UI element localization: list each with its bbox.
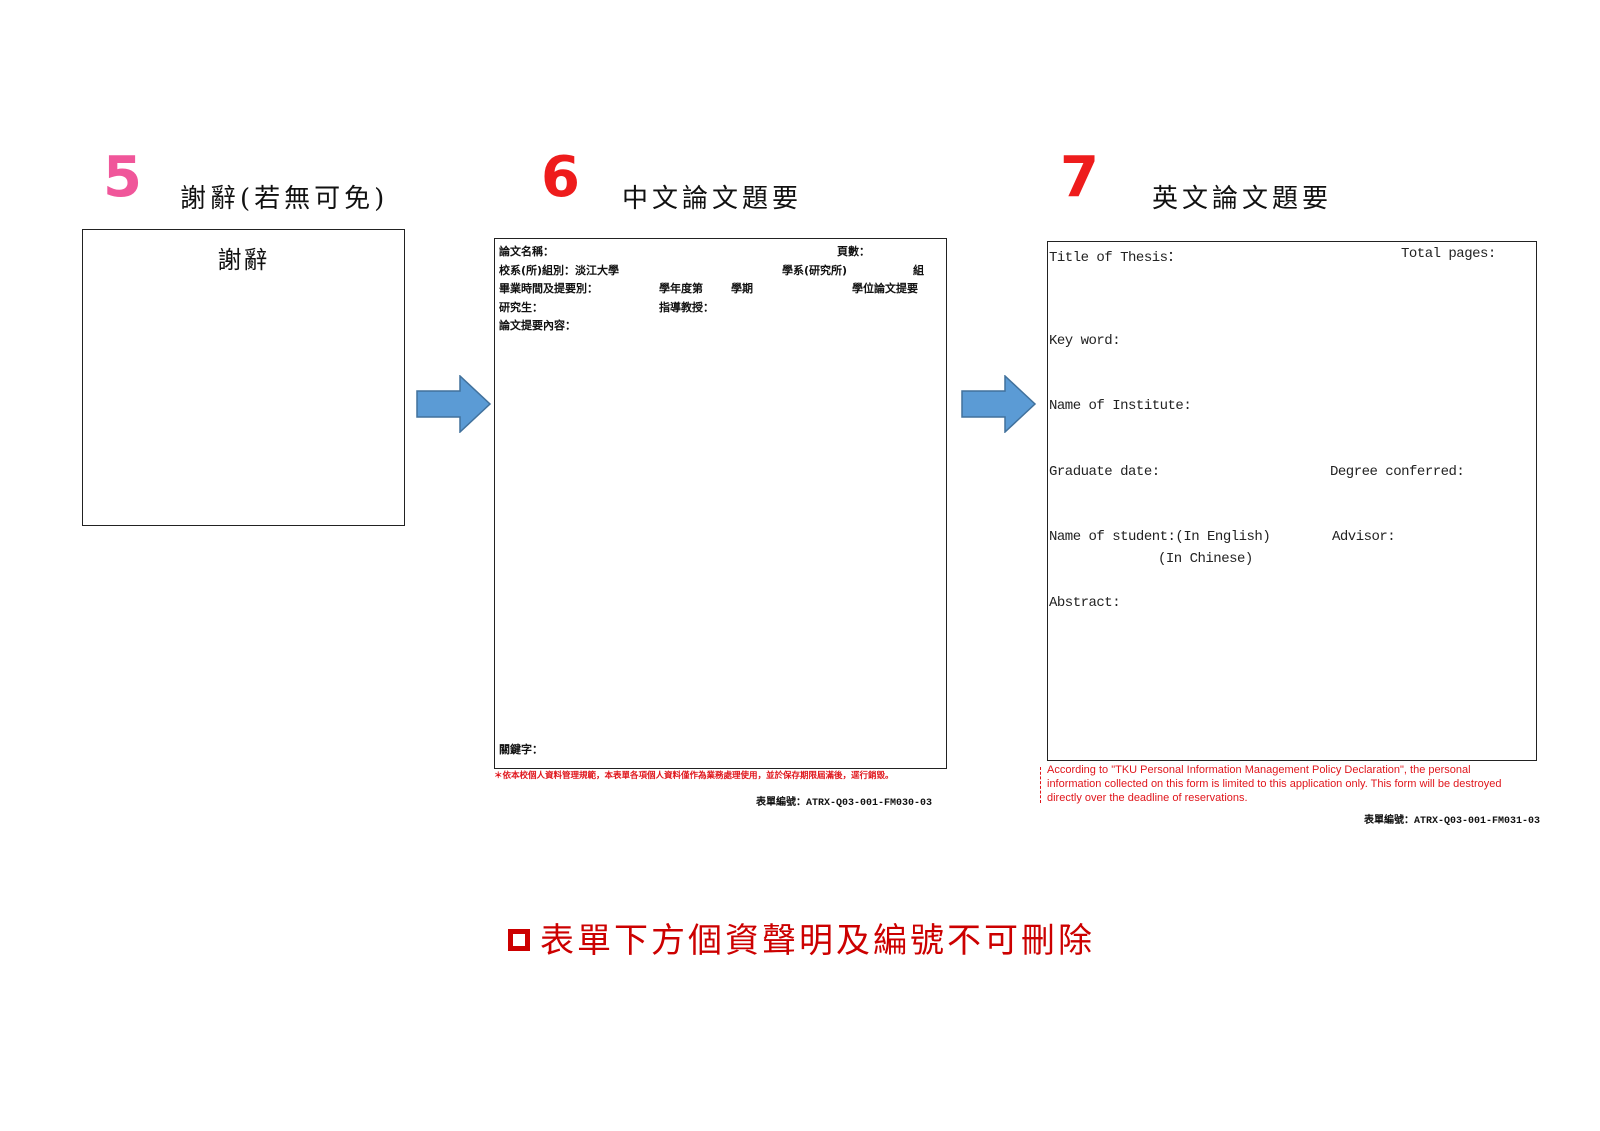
step-title-chinese-abstract: 中文論文題要 (622, 184, 803, 214)
zh-keyword-label: 關鍵字： (499, 743, 543, 756)
en-title-label: Title of Thesis： (1049, 250, 1182, 266)
right-arrow-icon (416, 375, 492, 433)
en-graduate-label: Graduate date: (1049, 464, 1160, 480)
step-number-5: 5 (103, 145, 142, 210)
zh-title-label: 論文名稱： (499, 245, 554, 258)
bottom-notice: 表單下方個資聲明及編號不可刪除 (508, 913, 1095, 962)
acknowledgement-heading: 謝辭 (217, 246, 270, 274)
step-title-english-abstract: 英文論文題要 (1152, 184, 1333, 214)
zh-graduate-label: 畢業時間及提要別： (499, 282, 598, 295)
en-notice-marker (1040, 767, 1041, 803)
en-degree-label: Degree conferred: (1330, 464, 1465, 480)
zh-advisor-label: 指導教授： (659, 301, 714, 314)
en-student-chinese-label: (In Chinese) (1158, 551, 1253, 567)
bottom-notice-text: 表單下方個資聲明及編號不可刪除 (540, 921, 1095, 961)
zh-student-label: 研究生： (499, 301, 543, 314)
english-abstract-form: Title of Thesis： Total pages: Key word: … (1047, 241, 1537, 761)
en-advisor-label: Advisor: (1332, 529, 1396, 545)
acknowledgement-form: 謝辭 (82, 229, 405, 526)
zh-degree-label: 學位論文提要 (852, 282, 918, 295)
en-keyword-label: Key word: (1049, 333, 1121, 349)
chinese-abstract-form: 論文名稱： 頁數： 校系(所)組別：淡江大學 學系(研究所) 組 畢業時間及提要… (494, 238, 947, 769)
en-privacy-notice: According to "TKU Personal Information M… (1047, 764, 1502, 804)
zh-group-label: 組 (913, 264, 924, 277)
zh-semester-label: 學期 (731, 282, 753, 295)
step-title-acknowledgement: 謝辭(若無可免) (180, 184, 389, 214)
zh-content-label: 論文提要內容： (499, 319, 576, 332)
zh-form-code: 表單編號：ATRX-Q03-001-FM030-03 (756, 798, 933, 809)
en-pages-label: Total pages: (1401, 246, 1496, 262)
right-arrow-icon (961, 375, 1037, 433)
step-number-7: 7 (1060, 145, 1099, 210)
zh-school-label: 校系(所)組別：淡江大學 (499, 264, 620, 277)
zh-pages-label: 頁數： (837, 245, 870, 258)
zh-dept-label: 學系(研究所) (782, 264, 848, 277)
step-number-6: 6 (541, 145, 580, 210)
en-student-label: Name of student:(In English) (1049, 529, 1271, 545)
zh-privacy-notice: ＊依本校個人資料管理規範，本表單各項個人資料僅作為業務處理使用，並於保存期限屆滿… (494, 771, 894, 781)
checkbox-icon (508, 929, 530, 951)
en-abstract-label: Abstract: (1049, 595, 1121, 611)
zh-year-label: 學年度第 (659, 282, 703, 295)
en-institute-label: Name of Institute: (1049, 398, 1192, 414)
en-form-code: 表單編號：ATRX-Q03-001-FM031-03 (1364, 816, 1541, 827)
